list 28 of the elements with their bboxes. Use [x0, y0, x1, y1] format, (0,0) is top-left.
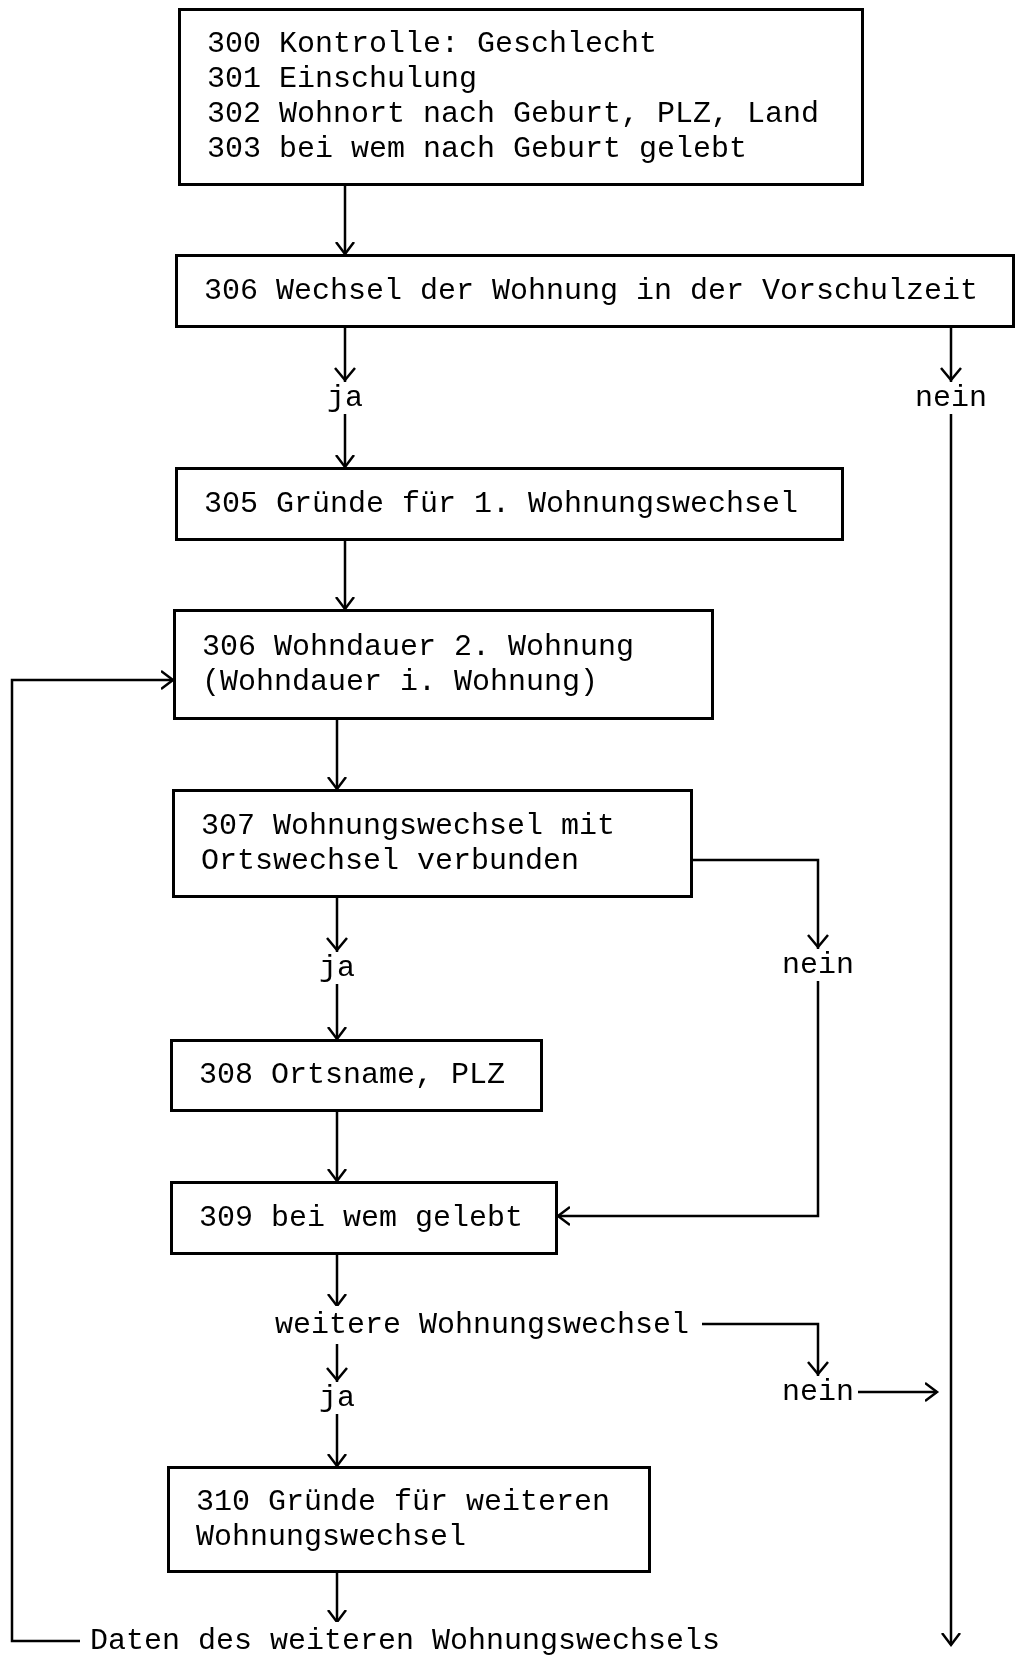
process-box [173, 609, 714, 720]
box-text: 302 Wohnort nach Geburt, PLZ, Land [207, 97, 821, 132]
arrow [326, 1112, 348, 1183]
box-text: 306 Wohndauer 2. Wohnung (Wohndauer i. Wohnung) [202, 629, 636, 700]
box-text: 301 Einschulung [207, 62, 479, 97]
arrow [334, 186, 356, 256]
process-box [167, 1466, 651, 1573]
process-box [178, 8, 864, 186]
box-text: 310 Gründe für weiteren Wohnungswechsel [196, 1484, 612, 1555]
process-box [175, 254, 1015, 328]
box-text: 306 Wechsel der Wohnung in der Vorschulzeit [204, 273, 980, 309]
box-text: 308 Ortsname, PLZ [199, 1058, 507, 1093]
arrow [940, 328, 962, 1647]
box-text: 300 Kontrolle: Geschlecht [207, 27, 659, 62]
box-text: 303 bei wem nach Geburt gelebt [207, 132, 749, 167]
arrow [10, 669, 175, 1643]
process-box [170, 1181, 558, 1255]
arrow [326, 720, 348, 791]
arrow [326, 1255, 348, 1308]
process-box [172, 789, 693, 898]
box-text: 309 bei wem gelebt [199, 1200, 525, 1236]
process-box [170, 1039, 543, 1112]
process-box [175, 467, 844, 541]
box-text: 307 Wohnungswechsel mit Ortswechsel verbunden [201, 808, 617, 879]
arrow [326, 1573, 348, 1624]
arrow [556, 858, 829, 1227]
arrow [334, 541, 356, 611]
box-text: 305 Gründe für 1. Wohnungswechsel [204, 486, 800, 522]
